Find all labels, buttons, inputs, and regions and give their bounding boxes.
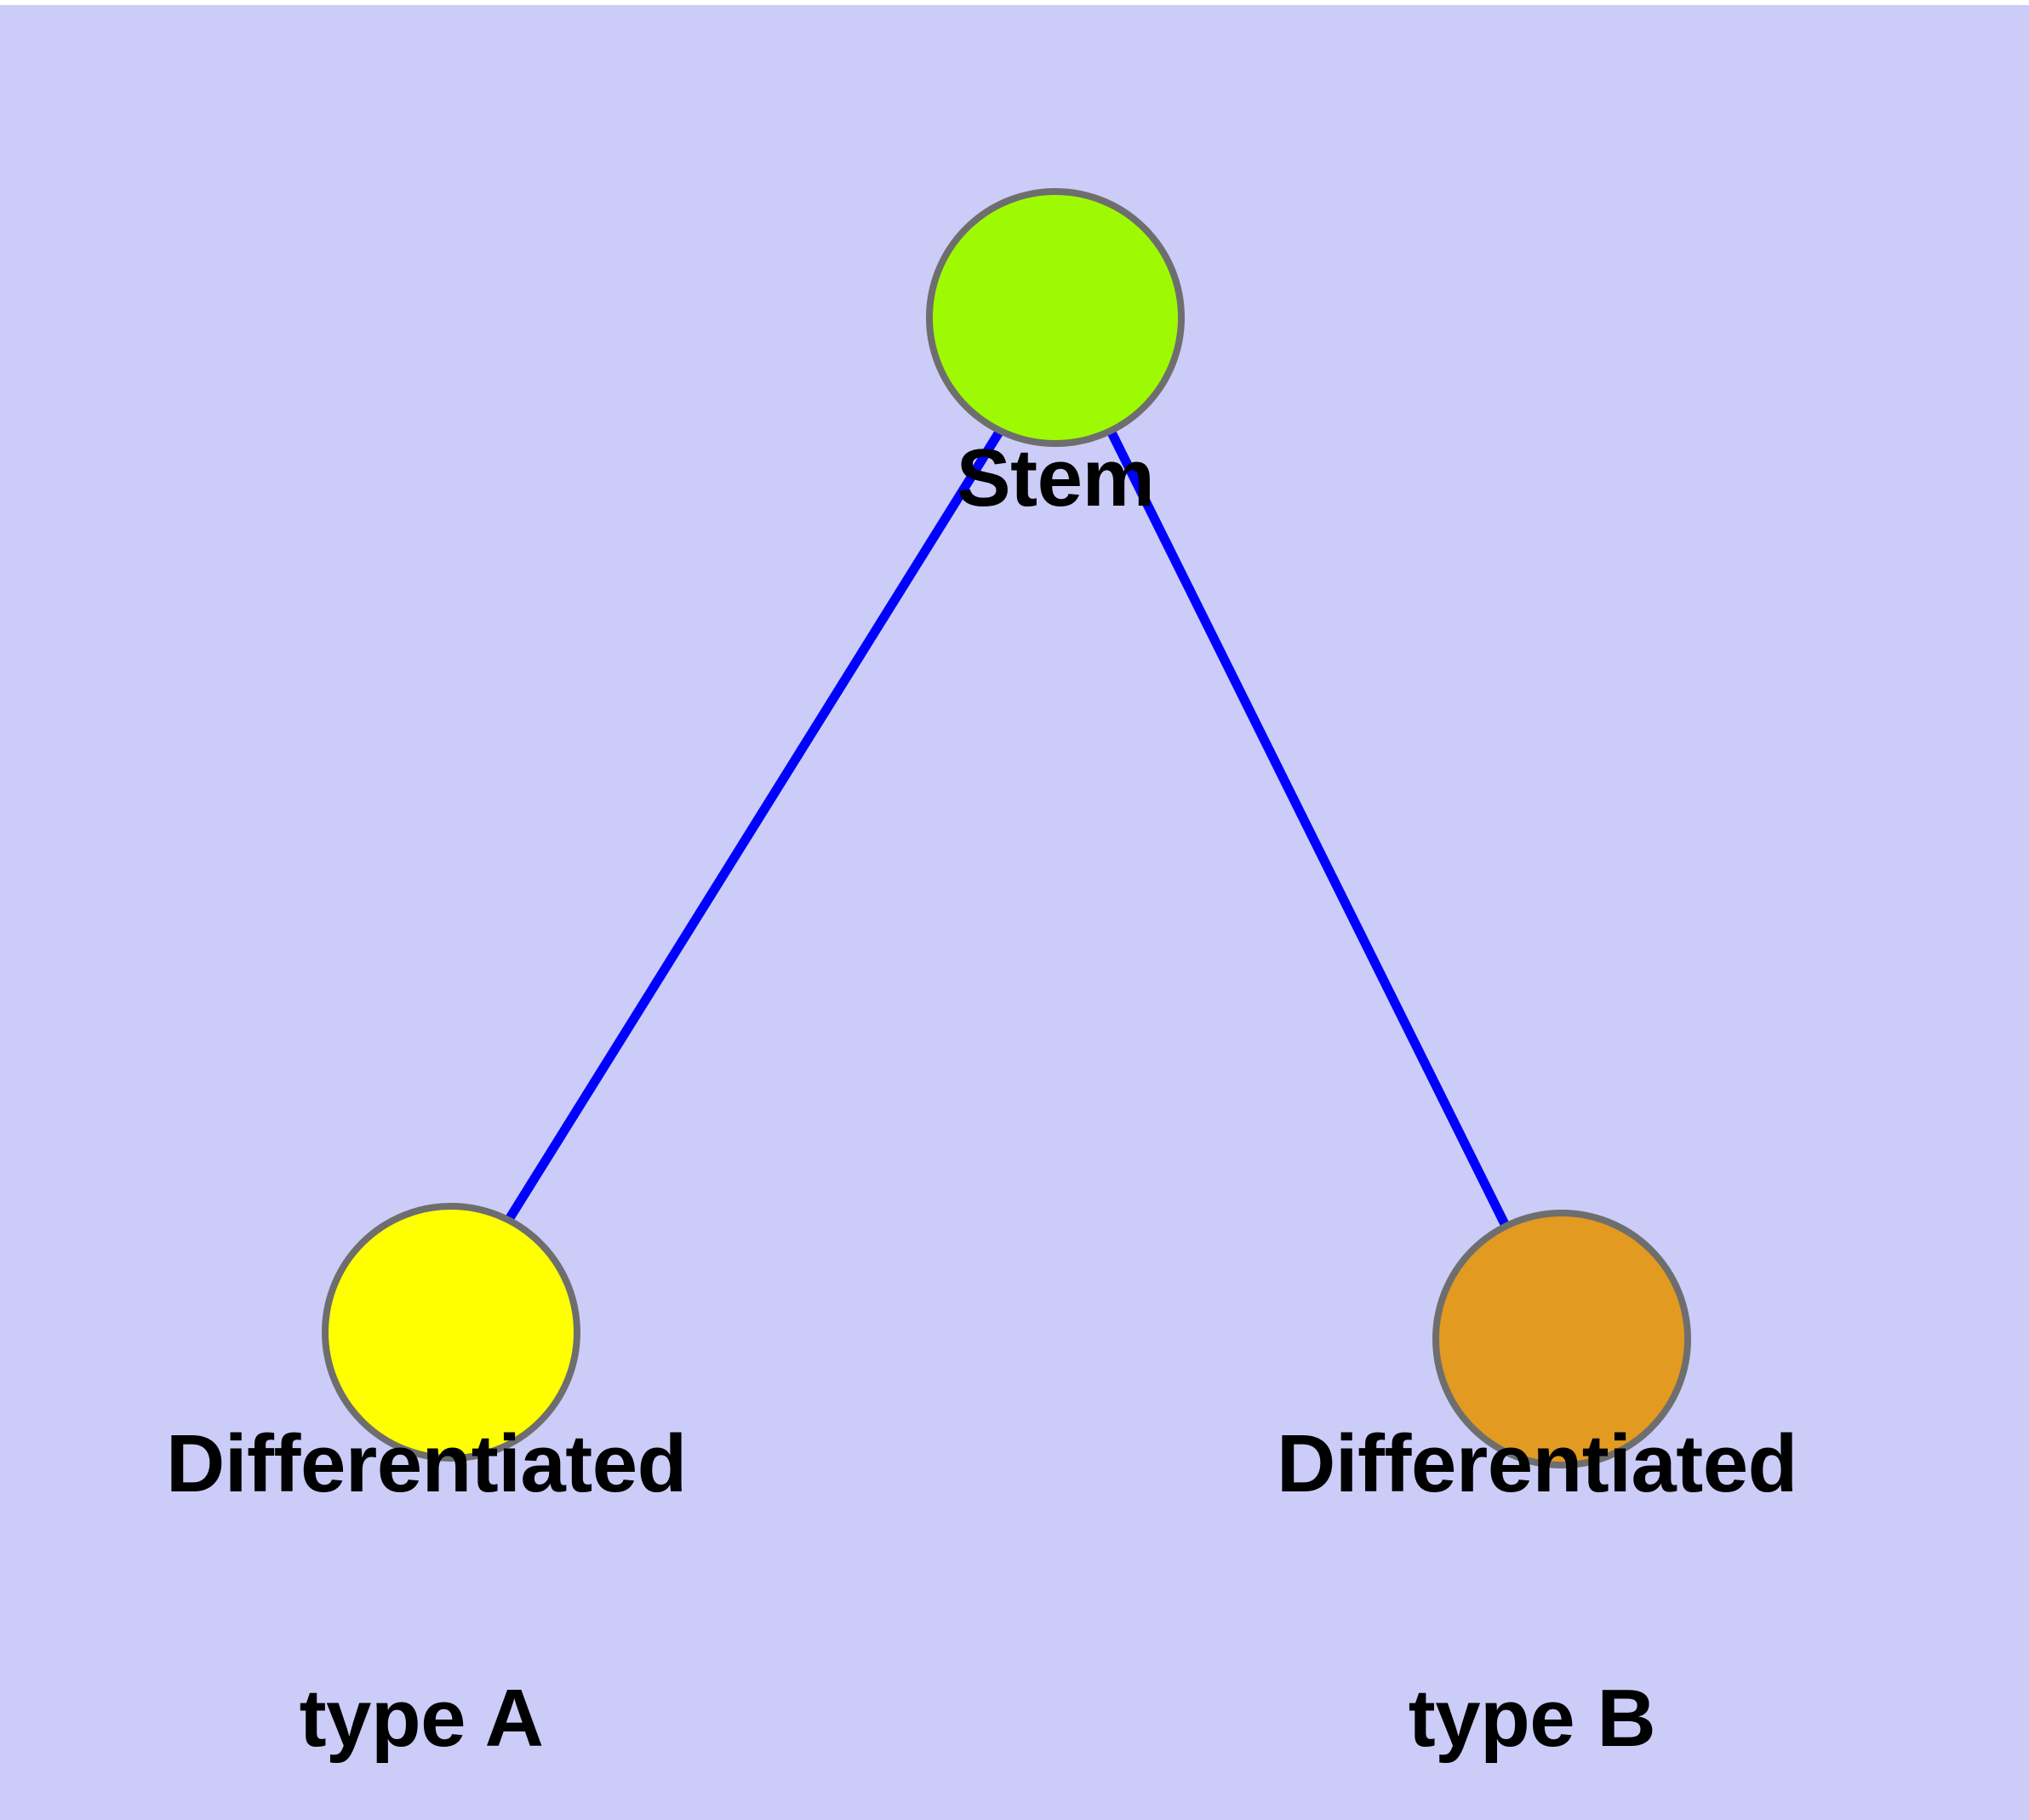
nodes-layer [322, 188, 1691, 1468]
edge-stem-to-differentiated-type-b [1106, 428, 1511, 1230]
node-differentiated-type-b[interactable] [1432, 1210, 1691, 1468]
node-differentiated-type-a[interactable] [322, 1203, 580, 1462]
edges-layer [504, 428, 1511, 1230]
node-stem[interactable] [926, 188, 1185, 447]
edge-stem-to-differentiated-type-a [504, 428, 1004, 1223]
top-edge-strip [0, 0, 2029, 5]
